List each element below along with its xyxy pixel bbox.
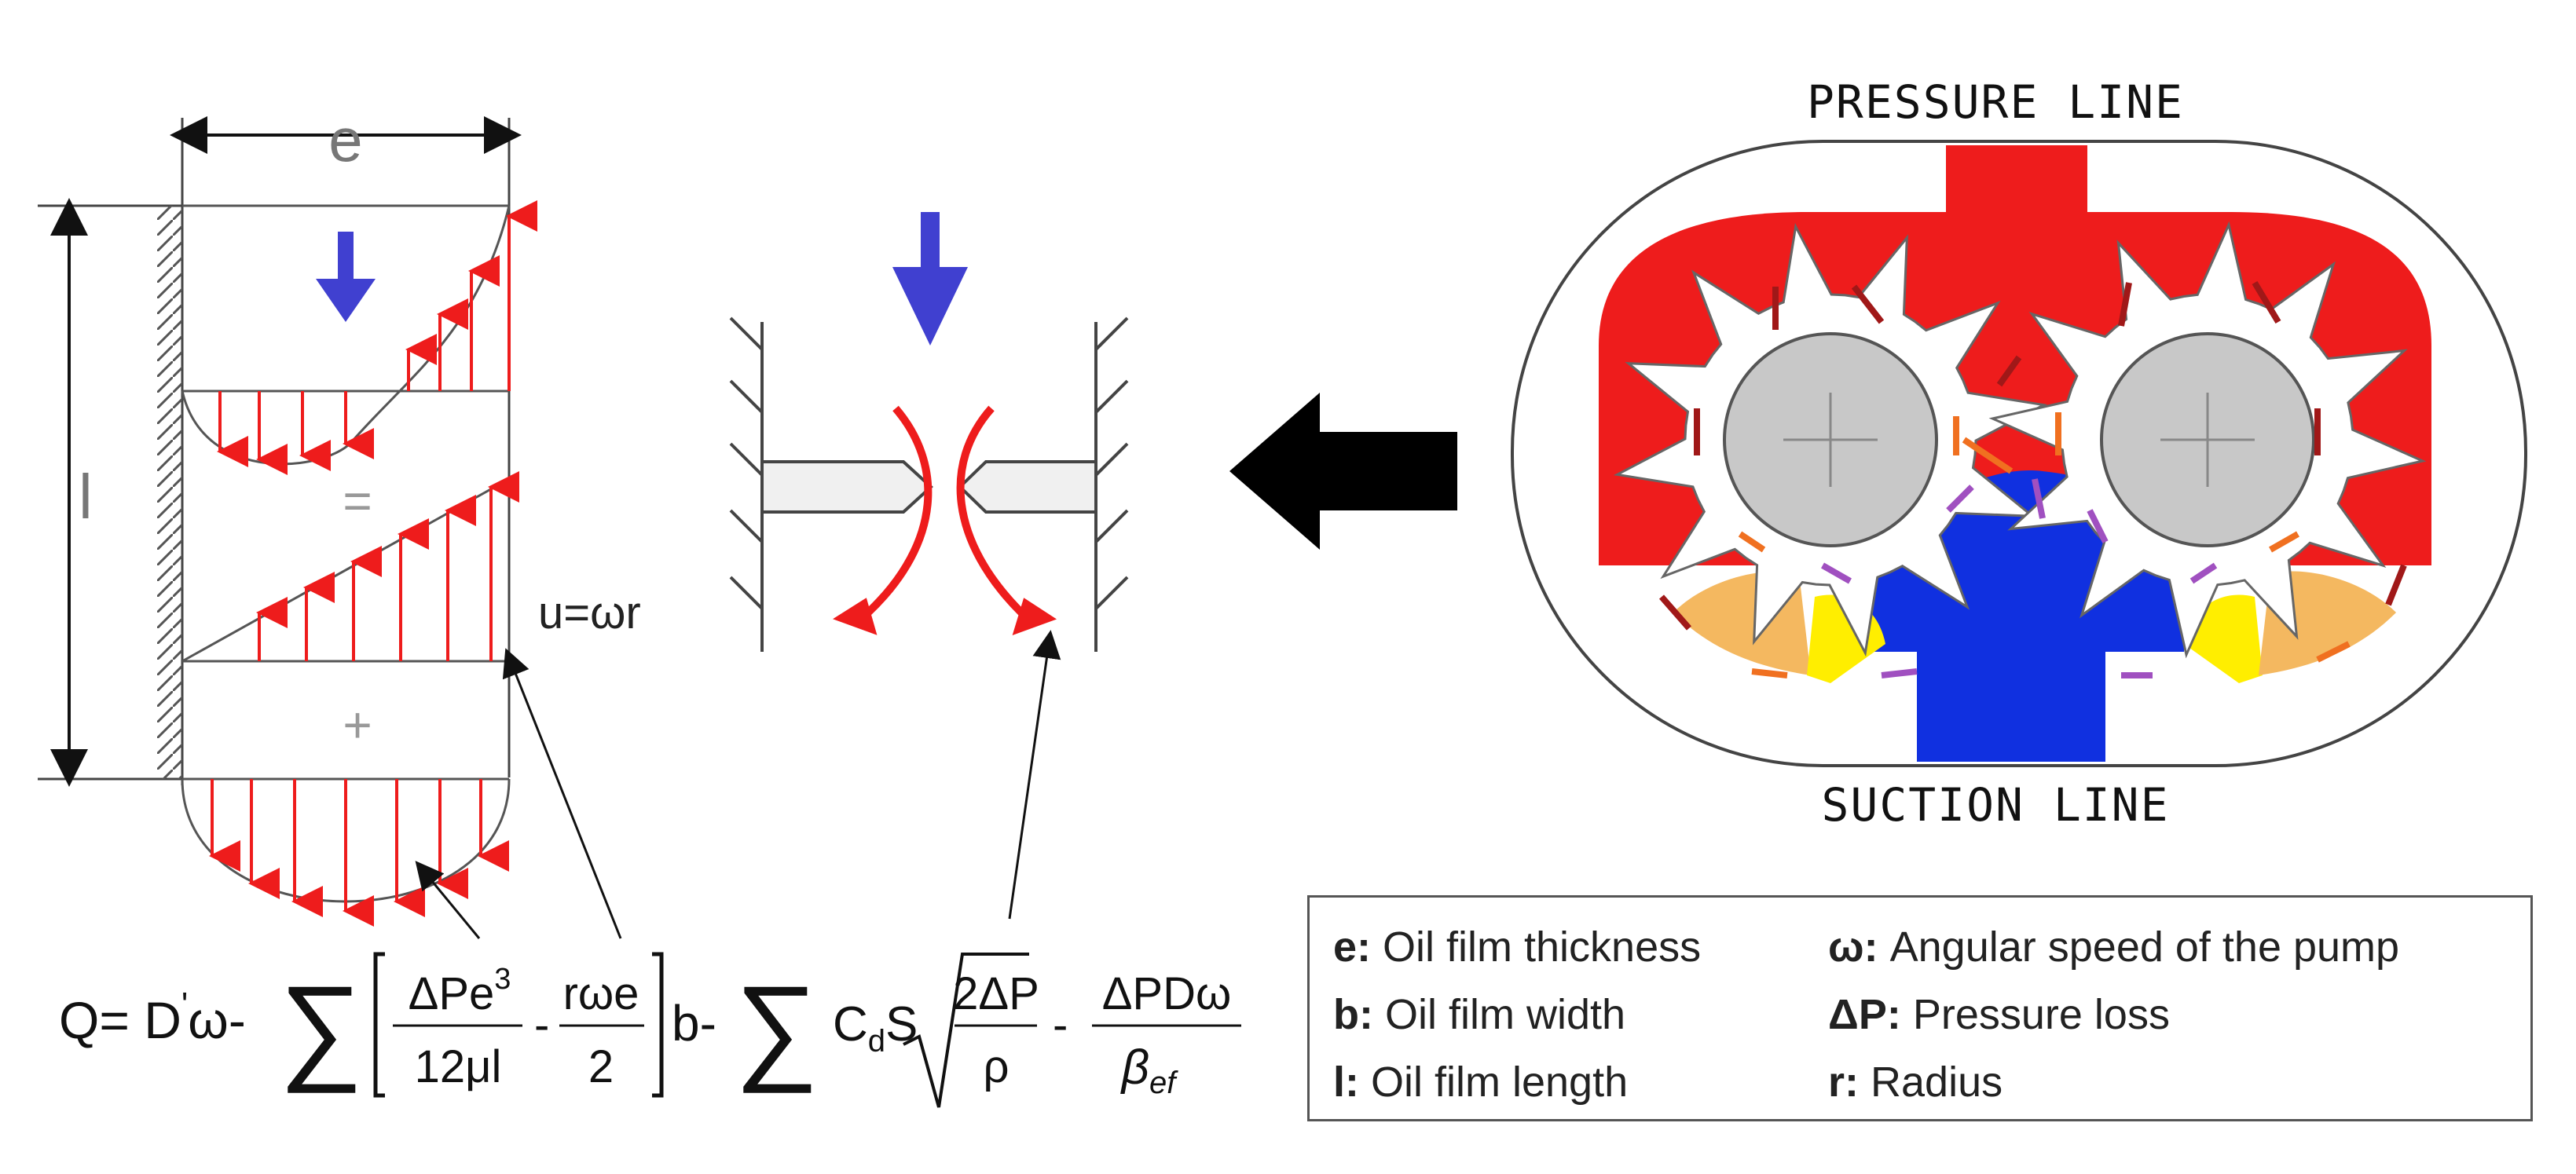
formula-num3: 2ΔP (953, 968, 1039, 1019)
film-thickness-label: e (328, 105, 362, 174)
formula-sum-2: ∑ (735, 961, 819, 1093)
legend-item-e: e: Oil film thickness (1333, 923, 1702, 971)
formula-den3: ρ (984, 1041, 1010, 1092)
flow-arrows-orange (1738, 412, 2351, 678)
legend-item-b: b: Oil film width (1333, 991, 1626, 1038)
film-length-label: l (79, 462, 93, 532)
tooth-tip-left (760, 460, 933, 514)
suction-line-label: SUCTION LINE (1821, 778, 2169, 832)
film-velocity-profile: e l = (38, 105, 641, 939)
flow-arrows-purple (1821, 478, 2218, 678)
leakage-flow-formula: Q= D'ω- ∑ ΔPe3 12μl - rωe 2 b- ∑ CdS 2ΔP… (59, 952, 1241, 1108)
velocity-arrows-region1 (405, 200, 537, 391)
pointer-line-orifice-term (1008, 630, 1061, 920)
gear-pump: PRESSURE LINE SUCTION LINE (1511, 75, 2527, 832)
formula-sum-1: ∑ (279, 961, 363, 1093)
formula-sqrt (903, 953, 1029, 1108)
legend-column-right: ω: Angular speed of the pump ΔP: Pressur… (1828, 913, 2399, 1116)
legend-item-omega: ω: Angular speed of the pump (1828, 923, 2400, 971)
region-minus-symbol: = (343, 473, 372, 529)
formula-num1: ΔPe3 (409, 963, 511, 1019)
formula-den4: βef (1120, 1041, 1179, 1100)
formula-minus2: - (1053, 1000, 1068, 1051)
formula-after-bracket: b- (672, 995, 716, 1051)
formula-minus1: - (534, 1000, 549, 1051)
pointer-line-pressure-term (415, 861, 481, 939)
formula-num4: ΔPDω (1102, 968, 1232, 1019)
direction-arrow-black (1229, 393, 1457, 550)
velocity-arrows-region1-down (217, 391, 374, 475)
stator-wall-hatch (157, 206, 182, 779)
formula-lhs: Q= D'ω- (59, 986, 246, 1049)
pointer-line-couette-term (502, 648, 622, 939)
formula-cds: CdS (833, 997, 918, 1059)
symbol-legend: e: Oil film thickness b: Oil film width … (1307, 895, 2533, 1121)
legend-column-left: e: Oil film thickness b: Oil film width … (1333, 913, 1701, 1116)
tip-leakage-diagram (729, 212, 1129, 920)
leakage-curve-right (956, 405, 1024, 616)
legend-item-delta-p: ΔP: Pressure loss (1828, 991, 2170, 1038)
flow-direction-arrow-blue (316, 232, 376, 322)
pressure-line-label: PRESSURE LINE (1807, 75, 2184, 129)
velocity-arrows-region2 (256, 471, 519, 661)
velocity-label: u=ωr (538, 587, 641, 638)
leakage-curve-left (865, 405, 933, 616)
tooth-tip-right (958, 460, 1097, 514)
flow-arrows-dark-red (1658, 280, 2407, 631)
region-plus-symbol: + (343, 697, 372, 753)
legend-item-l: l: Oil film length (1333, 1059, 1629, 1106)
leakage-inlet-arrow (892, 212, 968, 346)
formula-den1: 12μl (415, 1041, 502, 1092)
legend-item-r: r: Radius (1828, 1059, 2003, 1106)
formula-num2: rωe (563, 968, 639, 1019)
formula-den2: 2 (588, 1041, 614, 1092)
